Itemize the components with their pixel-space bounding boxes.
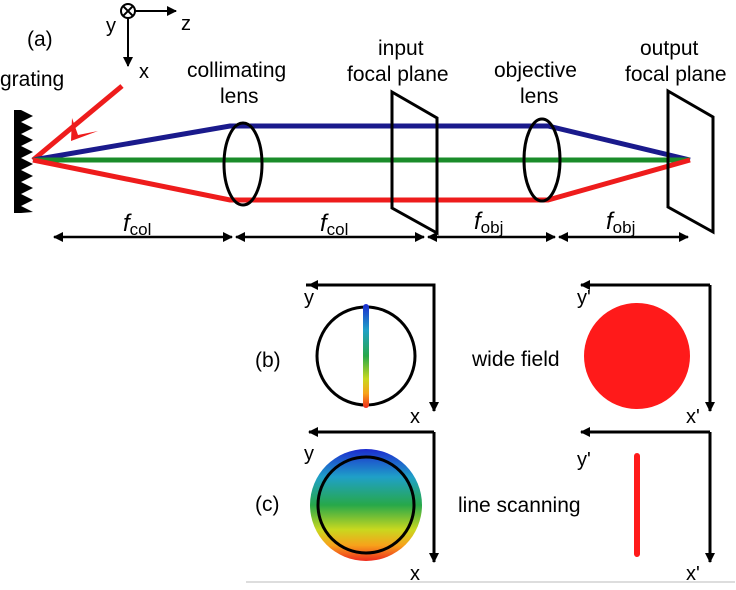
f-obj-label-1: fobj bbox=[474, 208, 503, 237]
output-plane-axes-c: y' x' bbox=[577, 427, 715, 585]
output-y-label-c: y' bbox=[577, 449, 591, 471]
objective-lens bbox=[522, 117, 562, 203]
collimating-lens bbox=[222, 121, 264, 207]
coordinate-axes: y x z bbox=[106, 3, 191, 83]
wide-field-spot bbox=[584, 303, 690, 409]
spectral-illumination-disc bbox=[310, 449, 422, 561]
incident-beam bbox=[31, 84, 124, 162]
spectral-line-b bbox=[363, 304, 369, 408]
f-obj-label-2: fobj bbox=[606, 208, 635, 237]
output-focal-plane-label-2: focal plane bbox=[625, 63, 727, 86]
blue-beam bbox=[32, 123, 691, 163]
coord-y-label: y bbox=[106, 15, 116, 37]
input-x-label-c: x bbox=[410, 563, 420, 585]
input-aperture-c bbox=[316, 455, 416, 555]
input-x-label-b: x bbox=[410, 406, 420, 428]
output-plane-axes-b: y' x' bbox=[577, 280, 715, 428]
input-focal-plane-label-2: focal plane bbox=[347, 63, 449, 86]
diffraction-grating bbox=[14, 110, 33, 213]
panel-b-label: (b) bbox=[255, 349, 281, 372]
line-scanning-label: line scanning bbox=[458, 494, 581, 517]
input-focal-plane-label-1: input bbox=[378, 37, 424, 60]
collimating-lens-label-2: lens bbox=[220, 85, 259, 108]
output-x-label-b: x' bbox=[686, 406, 700, 428]
output-focal-plane-label-1: output bbox=[640, 37, 699, 60]
input-y-label-c: y bbox=[304, 443, 314, 465]
panel-a-label: (a) bbox=[27, 28, 53, 51]
output-y-label-b: y' bbox=[577, 287, 591, 309]
objective-lens-label-2: lens bbox=[520, 85, 559, 108]
distance-markers: fcol fcol fobj fobj bbox=[53, 208, 689, 242]
beam-paths bbox=[32, 123, 691, 203]
wide-field-label: wide field bbox=[471, 348, 560, 371]
objective-lens-label-1: objective bbox=[494, 59, 577, 82]
coord-x-label: x bbox=[139, 61, 149, 83]
collimating-lens-label-1: collimating bbox=[187, 59, 286, 82]
red-beam bbox=[32, 157, 691, 203]
coord-z-label: z bbox=[181, 13, 191, 35]
line-scan-spot bbox=[634, 453, 640, 557]
f-col-label-2: fcol bbox=[320, 210, 348, 239]
output-x-label-c: x' bbox=[686, 563, 700, 585]
input-y-label-b: y bbox=[304, 287, 314, 309]
grating-label: grating bbox=[0, 68, 64, 91]
input-plane-axes-b: y x bbox=[304, 280, 439, 428]
panel-c-label: (c) bbox=[255, 493, 280, 516]
input-plane-axes-c: y x bbox=[304, 427, 439, 585]
output-focal-plane bbox=[666, 88, 715, 235]
f-col-label-1: fcol bbox=[123, 210, 151, 239]
